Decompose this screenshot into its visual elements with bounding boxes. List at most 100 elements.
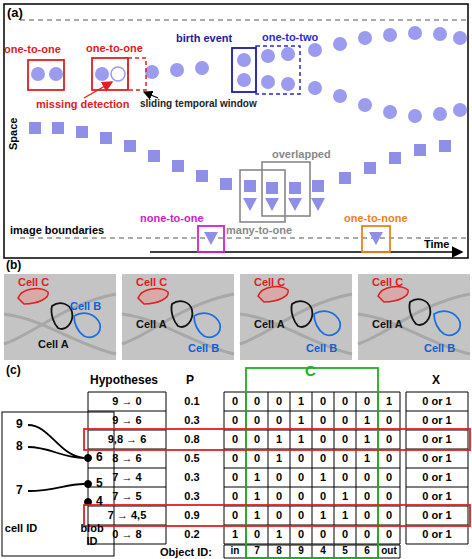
track-circle [170, 63, 184, 77]
decision-cell: 0 or 1 [406, 433, 468, 446]
event-label: birth event [176, 32, 232, 45]
axis-caption: cell ID [4, 522, 38, 535]
track-square [52, 122, 64, 134]
track-circle [308, 81, 322, 95]
probability-cell: 0.3 [172, 471, 212, 484]
panel-b [4, 274, 470, 360]
image-texture [122, 294, 234, 354]
track-square [439, 140, 451, 152]
blob-id: 6 [96, 451, 103, 465]
row-highlight [84, 429, 470, 450]
matrix-cell: 0 [268, 395, 290, 408]
track-square [148, 150, 160, 162]
track-square [389, 152, 401, 164]
event-label: overlapped [272, 148, 331, 161]
matrix-cell: 1 [268, 433, 290, 446]
track-circle [237, 73, 251, 87]
matrix-cell: 1 [356, 452, 378, 465]
matrix-cell: 0 [334, 528, 356, 541]
track-circle [308, 43, 322, 57]
matrix-cell: 0 [356, 395, 378, 408]
track-circle [195, 61, 209, 75]
matrix-cell: 0 [312, 452, 334, 465]
track-square [196, 170, 208, 182]
column-header: X [432, 374, 440, 388]
matrix-cell: 0 [378, 433, 400, 446]
matrix-cell: 1 [312, 509, 334, 522]
panel-label: (b) [6, 259, 21, 273]
cell-outline [138, 289, 168, 304]
event-label: one-to-one [86, 42, 143, 55]
object-id-cell: 8 [268, 545, 290, 557]
track-circle [333, 89, 347, 103]
hypothesis-cell: 7 → 4 [88, 471, 166, 484]
boundary-label: image boundaries [10, 224, 104, 237]
object-id-cell: out [378, 545, 400, 557]
track-square [414, 144, 426, 156]
column-header: P [186, 374, 194, 388]
matrix-cell: 1 [246, 490, 268, 503]
matrix-cell: 0 [268, 414, 290, 427]
window-box [128, 58, 146, 90]
matrix-cell: 1 [268, 528, 290, 541]
decision-cell: 0 or 1 [406, 509, 468, 522]
matrix-cell: 1 [356, 414, 378, 427]
matrix-cell: 0 [312, 490, 334, 503]
decision-cell: 0 or 1 [406, 452, 468, 465]
matrix-cell: 1 [290, 395, 312, 408]
hypothesis-cell: 9,8 → 6 [88, 433, 166, 446]
event-label: missing detection [36, 98, 130, 111]
object-id-cell: 9 [290, 545, 312, 557]
cell-outline [314, 311, 340, 335]
probability-cell: 0.5 [172, 452, 212, 465]
blob-id: 5 [96, 477, 103, 491]
matrix-cell: 0 [312, 414, 334, 427]
event-label: one-to-two [262, 31, 318, 44]
leader-arrow [84, 82, 112, 98]
matrix-cell: 1 [356, 433, 378, 446]
matrix-cell: 1 [246, 509, 268, 522]
decision-cell: 0 or 1 [406, 471, 468, 484]
cell-label: Cell B [424, 342, 455, 355]
matrix-cell: 0 [268, 471, 290, 484]
track-circle [333, 37, 347, 51]
track-square [244, 180, 256, 192]
axis-caption: blob ID [74, 522, 110, 547]
matrix-cell: 0 [224, 452, 246, 465]
track-square [220, 178, 232, 190]
cell-path [28, 425, 84, 491]
probability-cell: 0.9 [172, 509, 212, 522]
cell-outline [18, 289, 48, 304]
hypothesis-cell: 7 → 5 [88, 490, 166, 503]
cell-label: Cell A [136, 318, 167, 331]
micro-image [122, 274, 234, 360]
cell-outline [434, 311, 460, 335]
matrix-cell: 0 [378, 414, 400, 427]
matrix-cell: 0 [246, 433, 268, 446]
track-circle [408, 109, 422, 123]
track-square [312, 180, 324, 192]
matrix-cell: 0 [334, 471, 356, 484]
x-grid [406, 392, 468, 544]
probability-cell: 0.3 [172, 414, 212, 427]
track-circle [358, 98, 372, 112]
matrix-cell: 0 [224, 509, 246, 522]
event-label: one-to-one [4, 43, 61, 56]
cell-label: Cell A [372, 318, 403, 331]
event-box [232, 48, 256, 92]
track-circle [49, 67, 63, 81]
track-square [339, 172, 351, 184]
panel-frame [4, 4, 468, 258]
decision-cell: 0 or 1 [406, 528, 468, 541]
matrix-cell: 0 [224, 414, 246, 427]
matrix-cell: 0 [290, 528, 312, 541]
track-triangle [243, 198, 257, 211]
matrix-cell: 0 [224, 471, 246, 484]
matrix-cell: 0 [246, 452, 268, 465]
cell-label: Cell A [38, 338, 69, 351]
matrix-cell: 1 [268, 452, 290, 465]
leader-arrow [144, 92, 158, 98]
hypothesis-cell: 9 → 0 [88, 395, 166, 408]
matrix-label: C [305, 362, 316, 379]
